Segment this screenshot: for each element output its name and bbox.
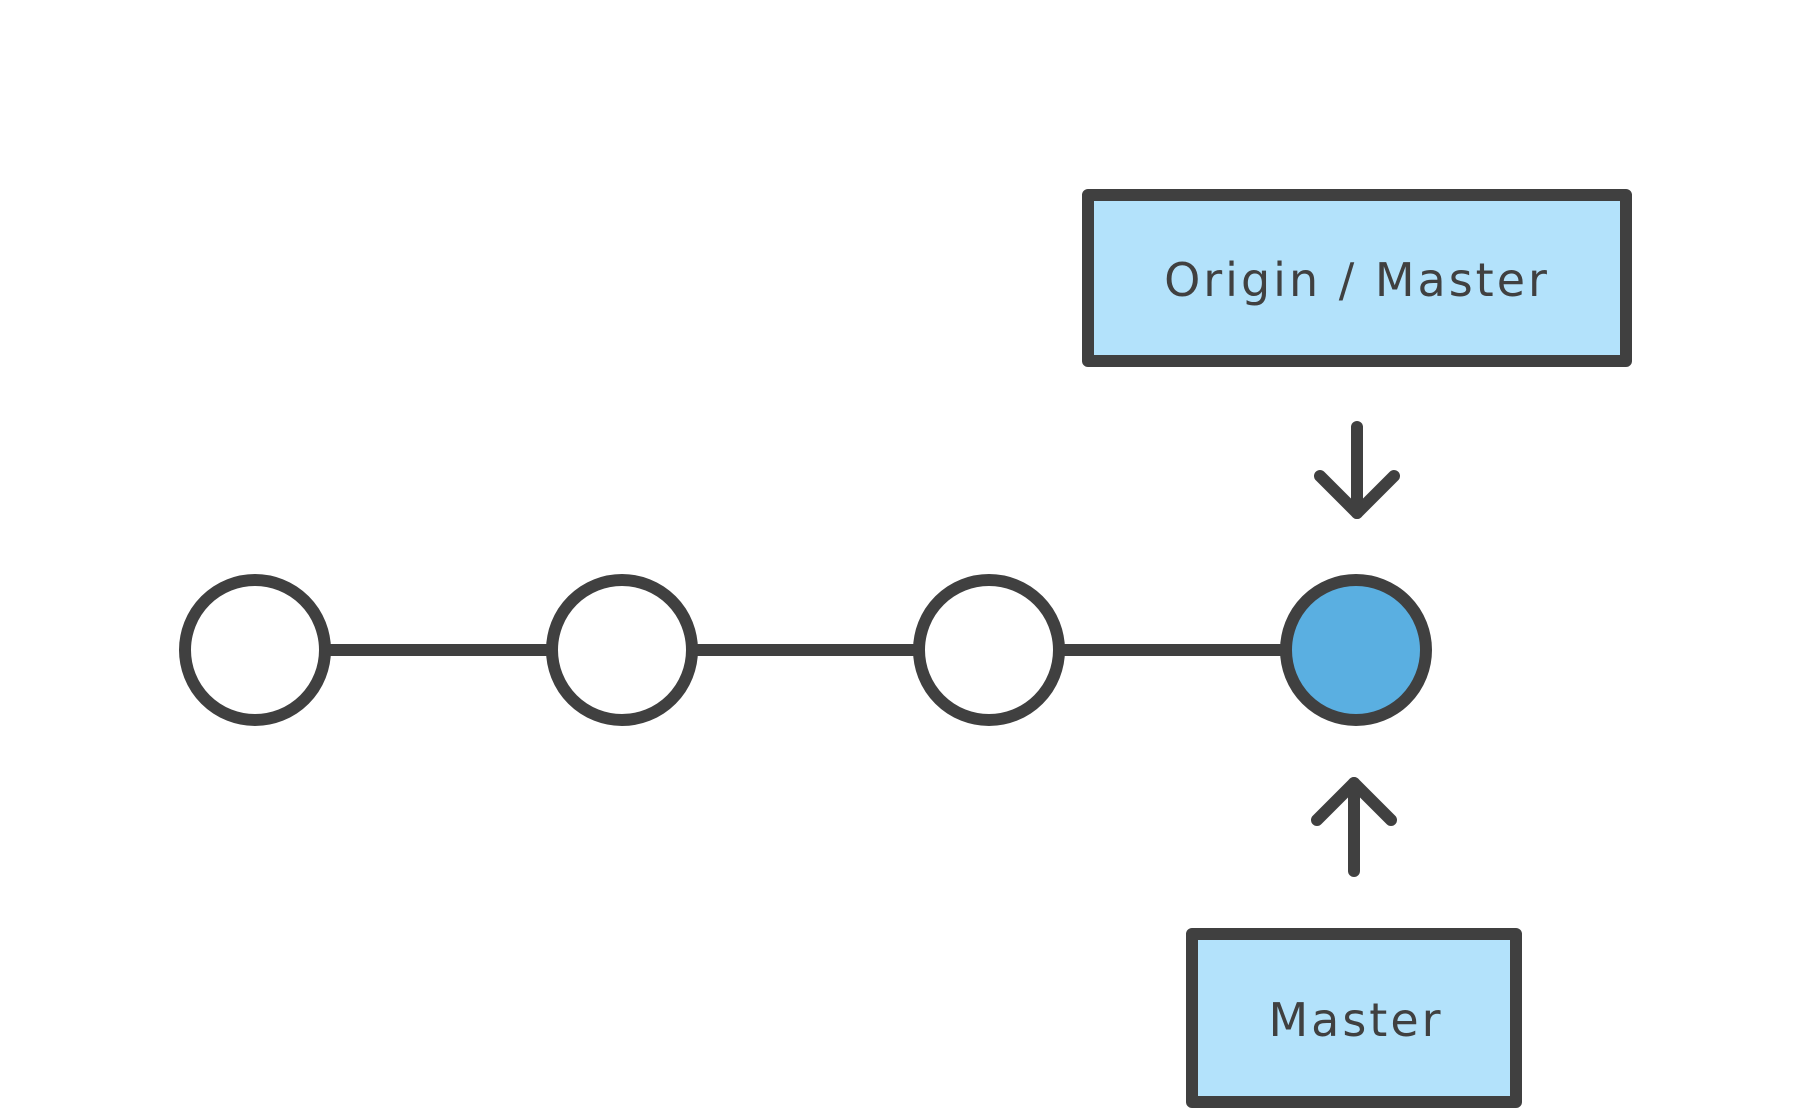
origin-master-text: Origin / Master [1164, 253, 1550, 307]
head-commit-node [1280, 574, 1432, 726]
commit-node [546, 574, 698, 726]
arrow-up-icon [1311, 777, 1397, 877]
master-text: Master [1268, 993, 1443, 1047]
arrow-down-icon [1314, 421, 1400, 519]
master-box [1186, 928, 1522, 1108]
commit-node [913, 574, 1065, 726]
commit-node [179, 574, 331, 726]
master-label: Master [1186, 928, 1522, 1108]
commit-group [179, 574, 1432, 726]
origin-master-box [1082, 189, 1632, 367]
origin-master-label: Origin / Master [1082, 189, 1632, 367]
